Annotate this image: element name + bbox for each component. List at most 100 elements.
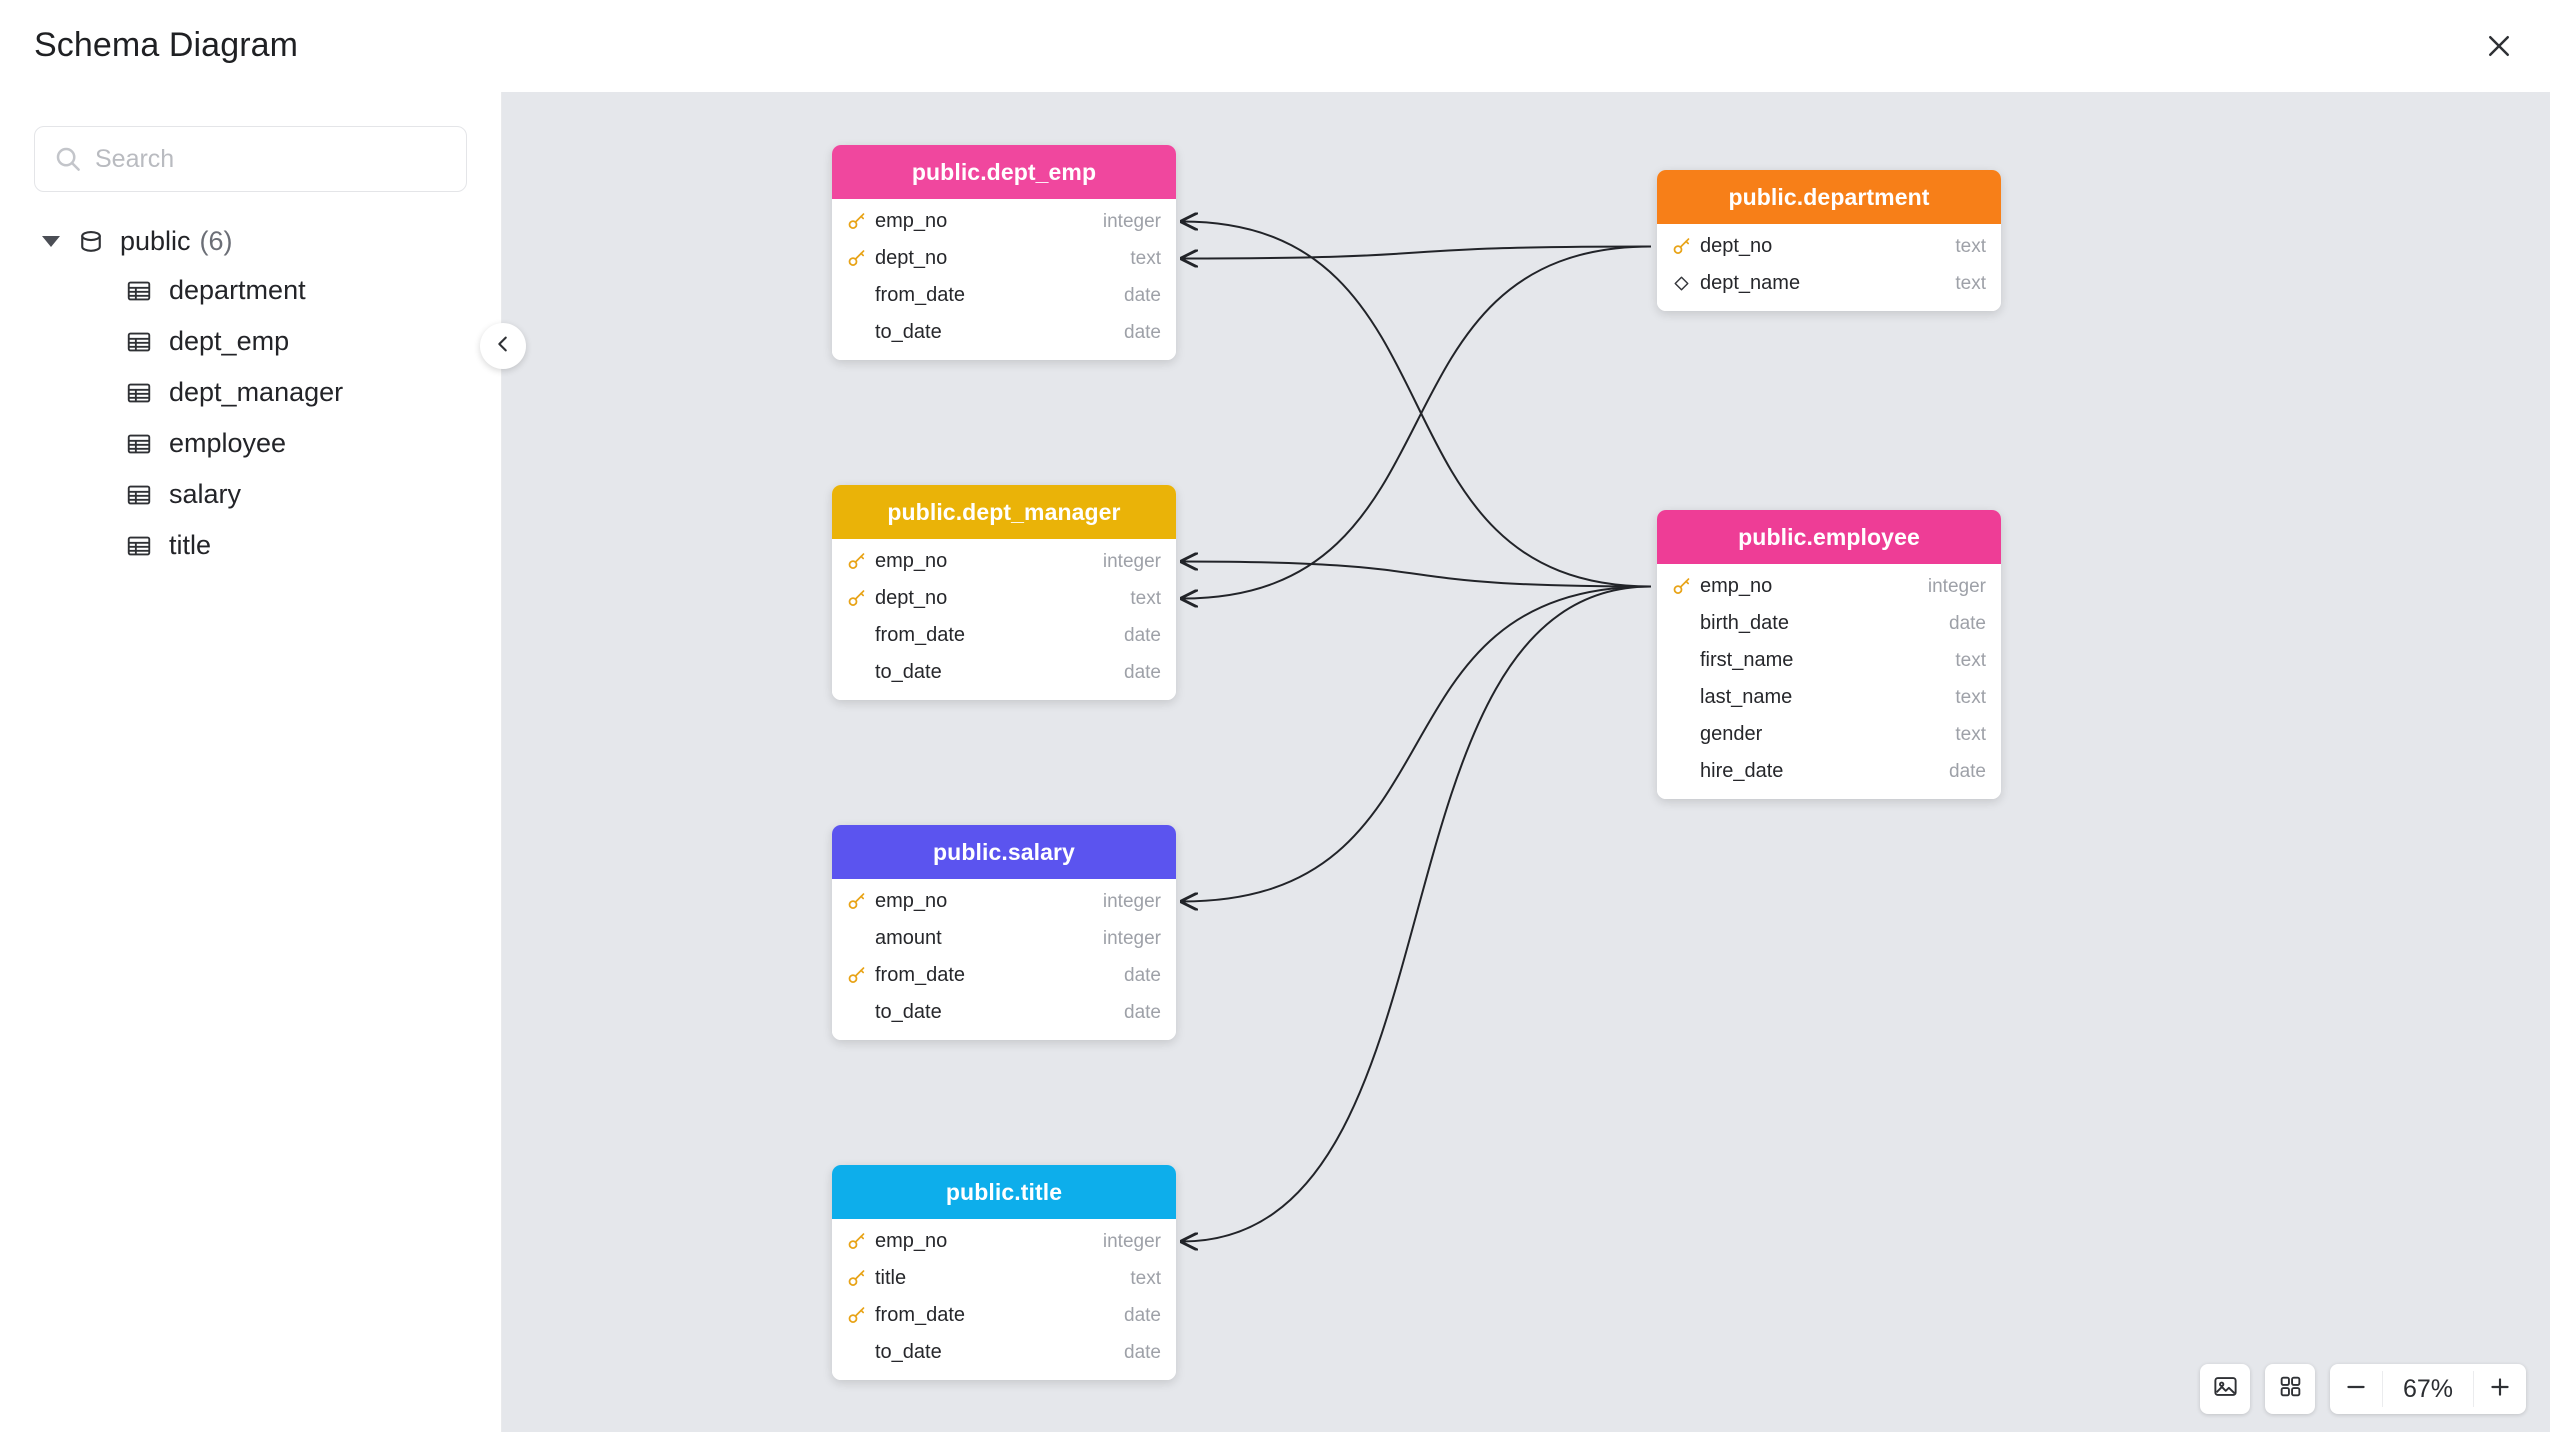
key-icon xyxy=(844,550,868,574)
close-icon xyxy=(2484,31,2514,61)
close-button[interactable] xyxy=(2476,23,2522,69)
table-field-row[interactable]: first_name text xyxy=(1657,642,2001,679)
chevron-down-icon[interactable] xyxy=(42,236,60,247)
field-type: text xyxy=(1130,587,1161,609)
field-icon-none xyxy=(844,321,868,345)
field-type: text xyxy=(1955,723,1986,745)
sidebar-item-dept_emp[interactable]: dept_emp xyxy=(0,316,501,367)
field-type: date xyxy=(1124,1304,1161,1326)
search-input[interactable] xyxy=(95,144,448,174)
zoom-in-button[interactable] xyxy=(2474,1364,2526,1414)
grid-icon xyxy=(2278,1374,2303,1404)
sidebar-item-employee[interactable]: employee xyxy=(0,418,501,469)
relationship-edges xyxy=(502,92,1652,1432)
field-type: integer xyxy=(1102,210,1161,232)
sidebar-item-salary[interactable]: salary xyxy=(0,469,501,520)
diamond-icon xyxy=(1669,272,1693,296)
fit-view-button[interactable] xyxy=(2265,1364,2315,1414)
sidebar-collapse-button[interactable] xyxy=(480,323,526,369)
table-node-header[interactable]: public.department xyxy=(1657,170,2001,224)
app-body: public (6) department dept_emp dept_manage… xyxy=(0,92,2550,1432)
table-node-header[interactable]: public.employee xyxy=(1657,510,2001,564)
table-icon xyxy=(125,532,153,560)
table-icon xyxy=(125,328,153,356)
field-name: last_name xyxy=(1700,686,1793,708)
edge-title.emp_no-to-employee.emp_no xyxy=(1182,585,1652,1242)
field-type: text xyxy=(1955,649,1986,671)
field-name: hire_date xyxy=(1700,760,1784,782)
tree-node-public[interactable]: public (6) xyxy=(0,218,501,265)
key-icon xyxy=(1669,575,1693,599)
field-icon-none xyxy=(844,284,868,308)
field-name: from_date xyxy=(875,624,966,646)
sidebar-item-dept_manager[interactable]: dept_manager xyxy=(0,367,501,418)
field-type: date xyxy=(1949,612,1986,634)
table-node-header[interactable]: public.dept_manager xyxy=(832,485,1176,539)
edge-dept_manager.dept_no-to-department.dept_no xyxy=(1182,245,1652,599)
zoom-out-button[interactable] xyxy=(2330,1364,2382,1414)
field-type: integer xyxy=(1102,1230,1161,1252)
table-icon xyxy=(125,481,153,509)
table-node-header[interactable]: public.dept_emp xyxy=(832,145,1176,199)
plus-icon xyxy=(2487,1374,2513,1405)
sidebar-item-label: employee xyxy=(169,428,287,458)
sidebar-item-department[interactable]: department xyxy=(0,265,501,316)
sidebar-item-label: salary xyxy=(169,479,242,509)
table-icon xyxy=(125,277,153,305)
table-node-header[interactable]: public.title xyxy=(832,1165,1176,1219)
edge-salary.emp_no-to-employee.emp_no xyxy=(1182,585,1652,902)
sidebar-item-title[interactable]: title xyxy=(0,520,501,571)
table-icon xyxy=(125,379,153,407)
export-image-button[interactable] xyxy=(2200,1364,2250,1414)
zoom-level-value[interactable]: 67% xyxy=(2382,1371,2474,1407)
canvas-toolbar: 67% xyxy=(2200,1364,2526,1414)
sidebar-item-label: dept_emp xyxy=(169,326,290,356)
search-box[interactable] xyxy=(34,126,467,192)
field-type: date xyxy=(1124,284,1161,306)
field-icon-none xyxy=(844,661,868,685)
field-icon-none xyxy=(844,1341,868,1365)
field-name: first_name xyxy=(1700,649,1794,671)
table-node-header[interactable]: public.salary xyxy=(832,825,1176,879)
key-icon xyxy=(844,587,868,611)
field-type: date xyxy=(1124,661,1161,683)
sidebar-item-label: department xyxy=(169,275,306,305)
key-icon xyxy=(844,1230,868,1254)
key-icon xyxy=(1669,235,1693,259)
